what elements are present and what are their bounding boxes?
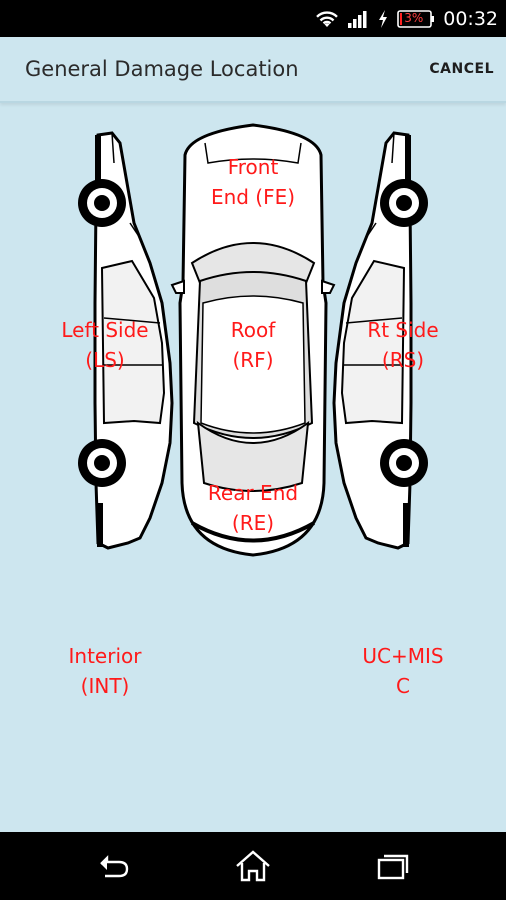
cancel-button[interactable]: CANCEL <box>429 61 494 77</box>
left-side-wheels <box>78 179 126 487</box>
zone-front-end[interactable]: Front End (FE) <box>193 152 313 212</box>
zone-roof-line1: Roof <box>230 318 276 342</box>
zone-uc-misc[interactable]: UC+MIS C <box>343 641 463 701</box>
damage-location-area: Front End (FE) Left Side (LS) Roof (RF) … <box>0 103 506 832</box>
zone-front-end-line1: Front <box>227 155 279 179</box>
action-bar: General Damage Location CANCEL <box>0 37 506 103</box>
zone-left-side-line2: (LS) <box>85 348 125 372</box>
battery-percent: 3% <box>404 10 424 25</box>
zone-rt-side[interactable]: Rt Side (RS) <box>343 315 463 375</box>
charging-icon <box>379 9 388 28</box>
home-icon <box>236 850 270 882</box>
zone-front-end-line2: End (FE) <box>210 185 296 209</box>
zone-rear-end-line2: (RE) <box>231 511 275 535</box>
zone-interior[interactable]: Interior (INT) <box>45 641 165 701</box>
zone-roof-line2: (RF) <box>232 348 274 372</box>
recents-icon <box>377 854 409 880</box>
status-bar: 3% 00:32 <box>0 0 506 37</box>
top-view-car-drawing <box>170 123 336 557</box>
right-side-wheels <box>380 179 428 487</box>
zone-left-side-line1: Left Side <box>61 318 149 342</box>
zone-rt-side-line1: Rt Side <box>367 318 439 342</box>
zone-rt-side-line2: (RS) <box>381 348 425 372</box>
status-icons: 3% 00:32 <box>315 0 498 37</box>
zone-uc-misc-line1: UC+MIS <box>362 644 444 668</box>
back-button[interactable] <box>93 846 133 886</box>
home-button[interactable] <box>233 846 273 886</box>
recents-button[interactable] <box>373 846 413 886</box>
zone-rear-end[interactable]: Rear End (RE) <box>193 478 313 538</box>
clock: 00:32 <box>443 7 498 30</box>
zone-interior-line1: Interior <box>68 644 142 668</box>
battery-icon: 3% <box>397 9 435 29</box>
zone-rear-end-line1: Rear End <box>207 481 299 505</box>
zone-interior-line2: (INT) <box>80 674 130 698</box>
car-diagram <box>78 123 428 557</box>
zone-uc-misc-line2: C <box>396 674 410 698</box>
page-title: General Damage Location <box>25 57 299 81</box>
back-icon <box>100 855 129 878</box>
zone-left-side[interactable]: Left Side (LS) <box>45 315 165 375</box>
zone-roof[interactable]: Roof (RF) <box>203 315 303 375</box>
signal-icon <box>348 10 367 28</box>
navigation-bar <box>0 832 506 900</box>
wifi-icon <box>316 10 339 27</box>
